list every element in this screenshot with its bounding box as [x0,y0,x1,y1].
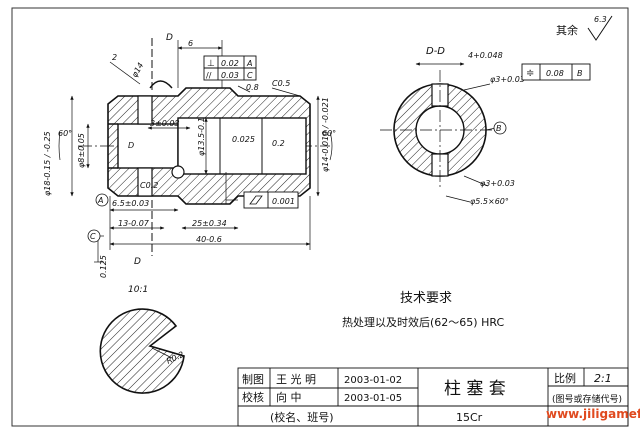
dim-phi55: φ5.5×60° [470,197,509,206]
par-symbol: // [206,71,212,80]
sym-ref: B [577,69,583,78]
perp-ref: A [246,59,252,68]
dim-02: 0.2 [272,139,285,148]
dim-phi3-top: φ3+0.03 [490,75,525,84]
dim-phi8: φ8±0.05 [77,133,86,168]
par-value: 0.03 [221,71,239,80]
dim-40: 40-0.6 [196,235,222,244]
dim-0025: 0.025 [232,135,255,144]
title-block [237,367,629,427]
title-block-texts: 制图 王 光 明 2003-01-02 校核 向 中 2003-01-05 柱 … [242,371,622,424]
datum-c: C [90,232,96,241]
dim-3: 3±0.03 [150,119,180,128]
detail-view: 10:1 R0.2 [99,285,185,394]
school-class: (校名、班号) [270,410,334,424]
roughness-note: 其余 6.3 [556,15,613,41]
notes-heading: 技术要求 [400,291,452,306]
main-dimension-lines [58,40,333,263]
scale-value: 2:1 [594,372,612,385]
roughness-symbol-icon [587,15,613,41]
dim-6: 6 [188,39,193,48]
main-dimension-texts: D 6 2 φ14 φ18-0.15 / -0.25 φ8±0.05 φ13.5… [43,33,336,278]
sym-value: 0.08 [546,69,564,78]
main-view [78,38,330,256]
cyl-value: 0.001 [272,197,295,206]
cross-hole-top [137,95,153,125]
material: 15Cr [456,411,483,424]
dim-60-left: 60° [58,129,72,138]
drawn-name: 王 光 明 [276,372,316,386]
bore-left [117,123,179,169]
relief-circle [171,165,185,179]
perp-value: 0.02 [221,59,239,68]
roughness-label: 其余 [556,23,578,37]
detail-section [99,308,185,394]
technical-notes: 技术要求 热处理以及时效后(62～65) HRC [342,291,504,329]
par-ref: C [247,71,253,80]
dim-phi18: φ18-0.15 / -0.25 [43,131,52,196]
datum-a: A [97,196,103,205]
bore-right [177,117,307,175]
checked-name: 向 中 [276,390,302,404]
dim-phi14: φ14 [130,61,146,79]
drawn-label: 制图 [242,373,264,386]
dim-2: 2 [112,53,117,62]
dim-4: 4+0.048 [468,51,503,60]
dim-phi13: φ13.5-0.1 [197,117,206,156]
drawing-number: (图号或存储代号) [552,393,622,405]
watermark: www.jiligamefun.com [546,407,640,421]
dim-13: 13-0.07 [118,219,150,228]
dim-phi14-right: φ14-0.010 / -0.021 [321,97,330,172]
datum-markers: A C [87,193,109,243]
dim-c05: C0.5 [272,79,290,88]
section-mark-mid: D [128,141,134,150]
tolerance-frame-top: ⊥ 0.02 A // 0.03 C [203,55,257,81]
cylindricity-icon [249,195,263,205]
section-label: D-D [426,46,445,57]
section-mark-bottom: D [134,257,141,267]
notes-line1: 热处理以及时效后(62～65) HRC [342,315,504,329]
dim-25: 25±0.34 [192,219,227,228]
sym-symbol: ≑ [526,68,534,79]
checked-date: 2003-01-05 [344,393,402,404]
perp-symbol: ⊥ [207,59,215,69]
dim-c02: C0.2 [140,181,158,190]
dim-08: 0.8 [246,83,259,92]
part-name: 柱 塞 套 [444,379,506,399]
dim-0125: 0.125 [99,255,108,278]
detail-scale: 10:1 [128,285,148,295]
section-view: D-D B 4+0.048 φ3+0.03 φ3+0.03 φ5.5×60° ≑… [380,46,591,206]
scale-label: 比例 [554,371,576,385]
cross-hole-bottom [137,167,153,197]
roughness-value: 6.3 [594,15,607,24]
drawn-date: 2003-01-02 [344,375,402,386]
checked-label: 校核 [242,390,264,404]
dim-65: 6.5±0.03 [112,199,149,208]
datum-b: B [496,124,502,133]
dim-60-right: 60° [322,129,336,138]
tolerance-frame-cyl: 0.001 [243,191,299,209]
section-mark-top: D [166,33,173,43]
dim-phi3-bottom: φ3+0.03 [480,179,515,188]
